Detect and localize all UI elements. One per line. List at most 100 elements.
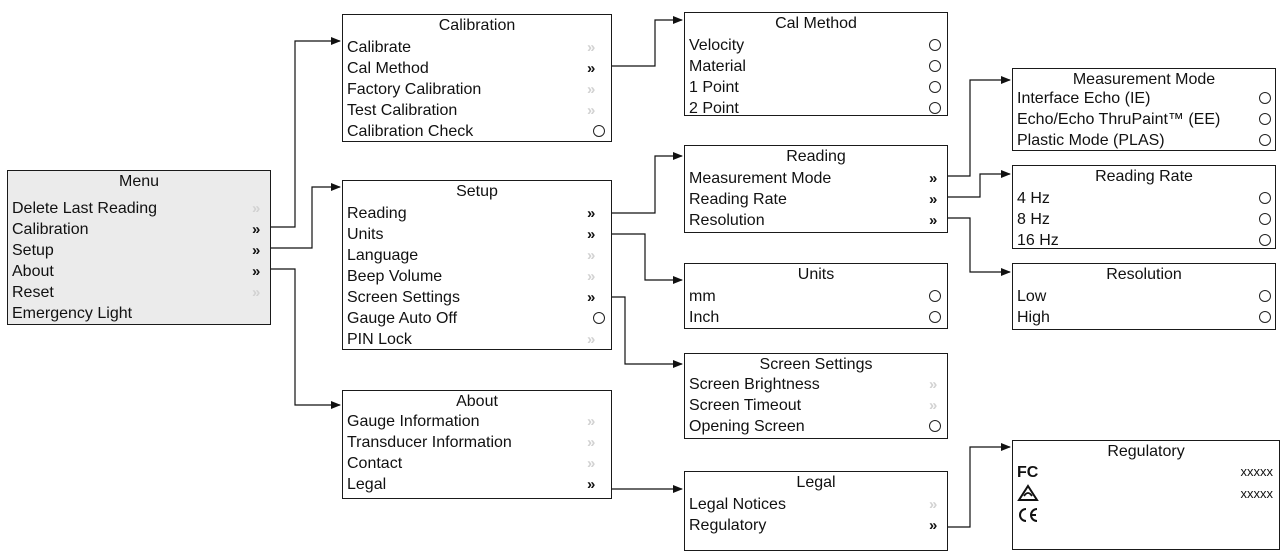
menu-item[interactable]: 1 Point	[689, 77, 941, 98]
arrow-setup-to-units	[598, 233, 683, 284]
menu-item[interactable]: xxxxx	[1017, 483, 1273, 504]
regulatory-title: Regulatory	[1107, 443, 1185, 460]
menu-item[interactable]: Reading Rate»	[689, 189, 941, 210]
menu-item[interactable]: Inch	[689, 307, 941, 328]
reading-title: Reading	[786, 148, 846, 165]
radio-button-icon[interactable]	[1259, 290, 1271, 302]
menu-item-label: Interface Echo (IE)	[1017, 90, 1151, 107]
menu-item[interactable]: Low	[1017, 286, 1271, 307]
menu-item[interactable]: Beep Volume»	[347, 266, 605, 287]
submenu-arrow-icon: »	[587, 205, 596, 222]
arrow-menu-to-calibration	[262, 37, 341, 228]
radio-button-icon[interactable]	[1259, 213, 1271, 225]
menu-item[interactable]: Setup»	[12, 240, 264, 261]
disabled-submenu-arrow-icon: »	[587, 455, 596, 472]
submenu-arrow-icon: »	[252, 263, 261, 280]
menu-item[interactable]: Transducer Information»	[347, 432, 605, 453]
menu-item[interactable]: Echo/Echo ThruPaint™ (EE)	[1017, 109, 1271, 130]
radio-button-icon[interactable]	[593, 125, 605, 137]
submenu-arrow-icon: »	[587, 60, 596, 77]
menu-item[interactable]: Resolution»	[689, 210, 941, 231]
radio-button-icon[interactable]	[1259, 234, 1271, 246]
menu-item[interactable]: Legal»	[347, 474, 605, 495]
arrow-calibration-to-calmethod	[598, 16, 683, 67]
menu-item[interactable]: Opening Screen	[689, 416, 941, 437]
menu-item[interactable]: Reset»	[12, 282, 264, 303]
arrow-legal-to-regulatory	[940, 443, 1011, 528]
menu-item[interactable]: High	[1017, 307, 1271, 328]
menu-item-label: Transducer Information	[347, 434, 512, 451]
menu-item[interactable]: Measurement Mode »	[689, 168, 941, 189]
menu-item[interactable]: Language»	[347, 245, 605, 266]
radio-button-icon[interactable]	[929, 311, 941, 323]
menu-item-label: Test Calibration	[347, 102, 458, 119]
menu-item[interactable]: Calibration»	[12, 219, 264, 240]
menu-item[interactable]: 4 Hz	[1017, 188, 1271, 209]
menu-item-label: Calibration	[12, 221, 89, 238]
menu-item[interactable]: Reading »	[347, 203, 605, 224]
menu-item[interactable]: 8 Hz	[1017, 209, 1271, 230]
radio-button-icon[interactable]	[929, 39, 941, 51]
menu-item[interactable]: Delete Last Reading»	[12, 198, 264, 219]
units-title: Units	[797, 266, 835, 283]
radio-button-icon[interactable]	[1259, 92, 1271, 104]
menu-item[interactable]: Regulatory»	[689, 515, 941, 536]
menu-item[interactable]: Calibration Check	[347, 121, 605, 142]
menu-item-label: Low	[1017, 288, 1047, 305]
menu-item-label: Emergency Light	[12, 305, 133, 322]
radio-button-icon[interactable]	[1259, 192, 1271, 204]
menu-item-label: Velocity	[689, 37, 745, 54]
menu-item[interactable]: Plastic Mode (PLAS)	[1017, 130, 1271, 151]
menu-item-label: Measurement Mode	[689, 170, 832, 187]
menu-item[interactable]: Contact »	[347, 453, 605, 474]
radio-button-icon[interactable]	[929, 420, 941, 432]
menu-item[interactable]: Gauge Auto Off	[347, 308, 605, 329]
menu-item-label: Reading	[347, 205, 407, 222]
ce-mark-icon	[1017, 506, 1039, 530]
submenu-arrow-icon: »	[929, 517, 938, 534]
menu-item[interactable]: Screen Settings»	[347, 287, 605, 308]
radio-button-icon[interactable]	[929, 102, 941, 114]
menu-item[interactable]: Factory Calibration»	[347, 79, 605, 100]
submenu-arrow-icon: »	[929, 212, 938, 229]
menu-item[interactable]: Interface Echo (IE)	[1017, 88, 1271, 109]
rcm-logo-icon	[1017, 484, 1039, 508]
radio-button-icon[interactable]	[1259, 134, 1271, 146]
menu-item[interactable]: About»	[12, 261, 264, 282]
menu-item[interactable]: 16 Hz	[1017, 230, 1271, 251]
menu-item-label: 16 Hz	[1017, 232, 1059, 249]
menu-item[interactable]: Material	[689, 56, 941, 77]
menu-item-label: 4 Hz	[1017, 190, 1050, 207]
menu-item[interactable]: mm	[689, 286, 941, 307]
radio-button-icon[interactable]	[929, 290, 941, 302]
menu-item[interactable]: Units»	[347, 224, 605, 245]
menu-item[interactable]: PIN Lock»	[347, 329, 605, 350]
radio-button-icon[interactable]	[929, 60, 941, 72]
menu-item[interactable]: 2 Point	[689, 98, 941, 119]
menu-item[interactable]: Screen Timeout»	[689, 395, 941, 416]
menu-item[interactable]: Emergency Light	[12, 303, 264, 324]
menu-item[interactable]: Velocity	[689, 35, 941, 56]
disabled-submenu-arrow-icon: »	[929, 496, 938, 513]
radio-button-icon[interactable]	[1259, 311, 1271, 323]
menu-item-label: Plastic Mode (PLAS)	[1017, 132, 1165, 149]
radio-button-icon[interactable]	[1259, 113, 1271, 125]
menu-item-label: Delete Last Reading	[12, 200, 157, 217]
menu-item[interactable]: Test Calibration»	[347, 100, 605, 121]
submenu-arrow-icon: »	[929, 170, 938, 187]
menu-item[interactable]: Legal Notices»	[689, 494, 941, 515]
menu-item-label: Language	[347, 247, 419, 264]
menu-item[interactable]	[1017, 505, 1273, 526]
submenu-arrow-icon: »	[929, 191, 938, 208]
menu-item[interactable]: Gauge Information»	[347, 411, 605, 432]
menu-item[interactable]: Screen Brightness»	[689, 374, 941, 395]
menu-item[interactable]: Calibrate»	[347, 37, 605, 58]
radio-button-icon[interactable]	[593, 312, 605, 324]
menu-item-label: Contact	[347, 455, 403, 472]
radio-button-icon[interactable]	[929, 81, 941, 93]
menu-item[interactable]: Cal Method»	[347, 58, 605, 79]
